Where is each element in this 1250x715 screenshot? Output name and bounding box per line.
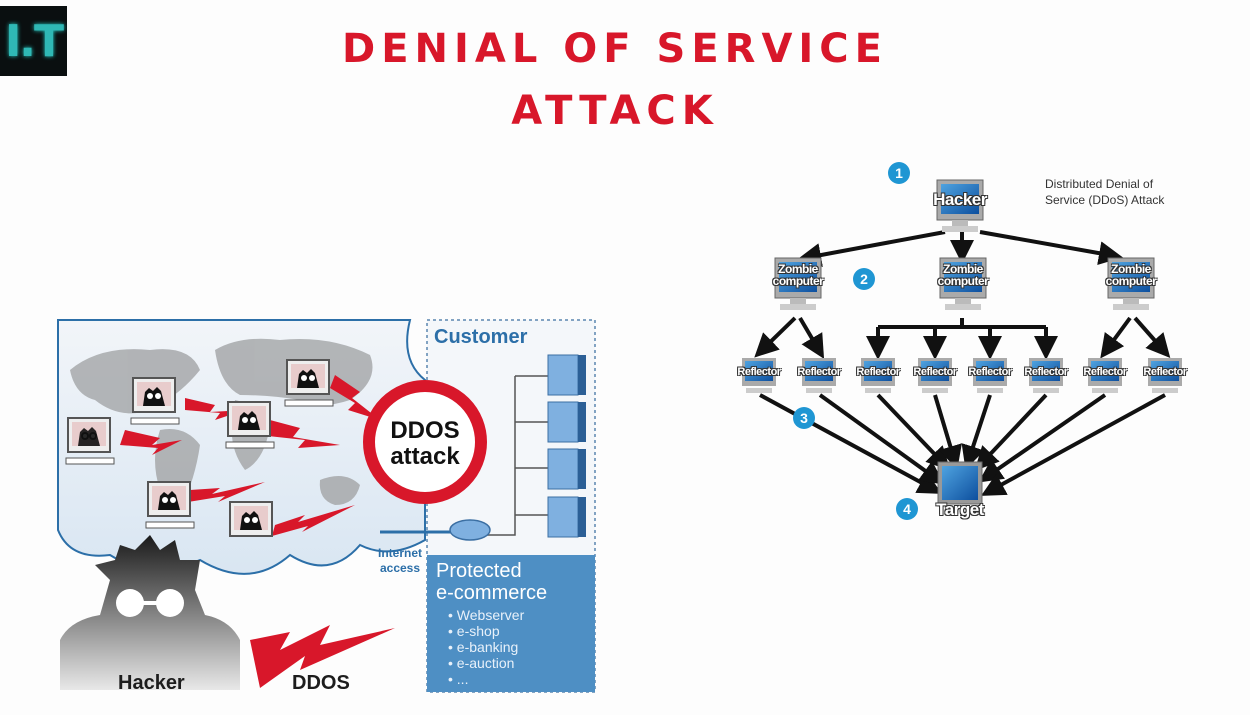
zombie-computer-icon [1107, 257, 1155, 310]
protected-panel [427, 555, 595, 692]
internet-label-line2: access [379, 561, 421, 575]
attack-arrows [754, 230, 1171, 496]
reflector-computer-icon [1148, 358, 1182, 393]
step-2-badge: 2 [853, 268, 875, 290]
page-title-line2: ATTACK [511, 88, 719, 134]
service-item: • e-auction [448, 655, 515, 671]
service-item: • e-banking [448, 639, 519, 655]
zombie-label-line2: computer [772, 274, 824, 288]
infected-computers [65, 359, 334, 537]
servers [485, 375, 548, 536]
computer-icons [742, 179, 1182, 505]
ddos-title-line2: Service (DDoS) Attack [1045, 193, 1165, 207]
infected-computer [65, 417, 115, 465]
hacker-node-label: Hacker [933, 190, 987, 209]
reflector-node-label: Reflector [737, 366, 781, 378]
reflector-computer-icon [1088, 358, 1122, 393]
ddos-stop-sign [363, 380, 487, 504]
zombie-label-line2: computer [937, 274, 989, 288]
infected-computer [145, 481, 195, 529]
hacker-caption: Hacker [118, 672, 185, 694]
logo-text: I.T [4, 15, 64, 67]
zombie-computer-icon [939, 257, 987, 310]
service-item: • Webserver [448, 607, 525, 623]
hacker-figure [60, 535, 240, 690]
zombie-label-line1: Zombie [943, 262, 983, 276]
logo: I.T [0, 6, 67, 76]
reflector-computer-icon [973, 358, 1007, 393]
zombie-label-line2: computer [1105, 274, 1157, 288]
internet-label-line1: Internet [377, 546, 422, 560]
customer-label: Customer [434, 326, 528, 348]
reflector-computer-icon [802, 358, 836, 393]
step-4-badge: 4 [896, 498, 918, 520]
ddos-lightning-icon [250, 625, 395, 688]
protected-title-line1: Protected [436, 560, 522, 582]
reflector-node-label: Reflector [1143, 366, 1187, 378]
reflector-node-label: Reflector [1083, 366, 1127, 378]
service-item-text: e-banking [456, 639, 519, 655]
infected-computer [284, 359, 334, 407]
stop-sign-line2: attack [390, 443, 460, 470]
ddos-title-line1: Distributed Denial of [1045, 177, 1154, 191]
infected-computer [130, 377, 180, 425]
zombie-label-line1: Zombie [778, 262, 818, 276]
ddos-caption: DDOS [292, 672, 350, 694]
protected-services-list: • Webserver • e-shop • e-banking • e-auc… [448, 607, 524, 687]
server-icons [547, 354, 586, 538]
protected-title-line2: e-commerce [436, 582, 548, 604]
reflector-node-label: Reflector [913, 366, 957, 378]
reflector-node-label: Reflector [968, 366, 1012, 378]
step-3-badge: 3 [793, 407, 815, 429]
service-item-text: e-auction [456, 655, 515, 671]
reflector-node-label: Reflector [797, 366, 841, 378]
ddos-diagram-title: Distributed Denial of Service (DDoS) Att… [1045, 176, 1164, 208]
infected-computer [229, 501, 273, 537]
service-item-text: e-shop [456, 623, 500, 639]
reflector-node-label: Reflector [1024, 366, 1068, 378]
service-item-text: ... [456, 671, 469, 687]
reflector-computer-icon [861, 358, 895, 393]
zombie-label-line1: Zombie [1111, 262, 1151, 276]
infected-computer [225, 401, 275, 449]
service-item: • ... [448, 671, 469, 687]
protected-ecommerce-title: Protected e-commerce [436, 560, 547, 604]
reflector-computer-icon [742, 358, 776, 393]
page-title-line1: DENIAL OF SERVICE [342, 26, 888, 72]
reflector-node-label: Reflector [856, 366, 900, 378]
service-item: • e-shop [448, 623, 500, 639]
service-item-text: Webserver [456, 607, 525, 623]
reflector-computer-icon [1029, 358, 1063, 393]
stop-sign-line1: DDOS [390, 417, 460, 444]
reflector-computer-icon [918, 358, 952, 393]
zombie-computer-icon [774, 257, 822, 310]
ddos-stop-sign-text: DDOS attack [375, 418, 475, 470]
target-computer-icon [937, 461, 983, 505]
target-node-label: Target [936, 500, 984, 519]
hacker-computer-icon [936, 179, 984, 232]
internet-access-label: Internet access [372, 546, 428, 576]
router-icon [449, 519, 491, 541]
step-1-badge: 1 [888, 162, 910, 184]
